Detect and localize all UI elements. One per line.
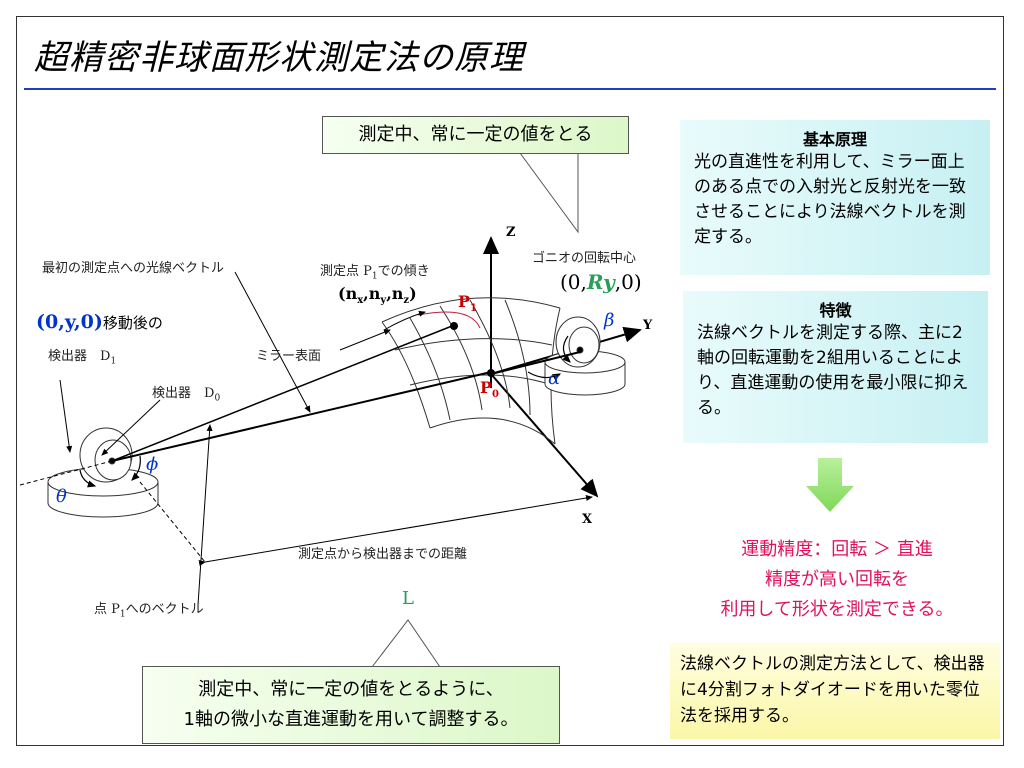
leader-d1 — [59, 379, 73, 453]
label-p1: P1 — [458, 292, 477, 315]
conclusion-text: 運動精度：回転 ＞ 直進 精度が高い回転を 利用して形状を測定できる。 — [672, 535, 1002, 625]
x-axis — [490, 373, 599, 498]
conclusion-line2: 精度が高い回転を — [765, 569, 909, 590]
label-normal-vector: (nx,ny,nz) — [338, 284, 417, 307]
callout-top-pointer — [519, 152, 579, 234]
label-goniometer-center: ゴニオの回転中心 — [532, 251, 637, 266]
label-distance: 測定点から検出器までの距離 — [298, 547, 468, 562]
conclusion-line3: 利用して形状を測定できる。 — [720, 599, 954, 620]
label-beta: β — [604, 310, 615, 331]
slide-title: 超精密非球面形状測定法の原理 — [34, 38, 524, 78]
label-p0: P0 — [480, 378, 499, 401]
callout-bottom-line1: 測定中、常に一定の値をとるように、 — [198, 679, 504, 700]
point-p1 — [450, 322, 458, 330]
features-text: 法線ベクトルを測定する際、主に2軸の回転運動を2組用いることにより、直進運動の使… — [697, 323, 969, 418]
features-panel: 特徴 法線ベクトルを測定する際、主に2軸の回転運動を2組用いることにより、直進運… — [683, 291, 988, 443]
callout-adjustment: 測定中、常に一定の値をとるように、 1軸の微小な直進運動を用いて調整する。 — [142, 666, 560, 744]
alpha-rotation-arrow — [527, 371, 562, 381]
label-alpha: α — [548, 368, 561, 389]
label-phi: ϕ — [146, 454, 159, 475]
leader-mirror — [339, 329, 391, 351]
label-mirror-surface: ミラー表面 — [256, 349, 322, 364]
ray-extension — [19, 460, 113, 486]
theta-rotation-arrow — [79, 469, 97, 488]
leader-first-ray — [234, 271, 311, 413]
light-ray-main — [111, 371, 492, 462]
label-tilt: 測定点 P1での傾き — [320, 264, 430, 282]
features-heading: 特徴 — [819, 301, 852, 320]
beta-rotation-arrow — [562, 335, 571, 363]
label-moved-detector: (0,y,0)移動後の — [36, 311, 163, 333]
axis-label-x: X — [582, 512, 593, 527]
label-goniometer-coord: (0,Ry,0) — [560, 270, 642, 294]
mirror-surface — [381, 297, 561, 445]
callout-top-text: 測定中、常に一定の値をとる — [358, 124, 593, 145]
leader-d0 — [101, 399, 161, 456]
p1-tilt-curve — [417, 311, 481, 329]
vector-to-p1 — [111, 325, 453, 462]
basic-principle-panel: 基本原理 光の直進性を利用して、ミラー面上のある点での入射光と反射光を一致させる… — [680, 120, 990, 275]
title-underline — [24, 88, 996, 90]
basic-principle-heading: 基本原理 — [802, 130, 867, 149]
down-arrow-icon — [806, 458, 854, 512]
normal-pointer — [383, 310, 426, 331]
leader-vector-p1 — [197, 424, 213, 606]
callout-bottom-line2: 1軸の微小な直進運動を用いて調整する。 — [183, 709, 519, 730]
point-p0 — [487, 369, 495, 377]
label-detector-d0: 検出器 D0 — [152, 386, 221, 404]
method-note-panel: 法線ベクトルの測定方法として、検出器に4分割フォトダイオードを用いた零位法を採用… — [670, 643, 1000, 739]
label-theta: θ — [56, 486, 67, 507]
slide-frame — [16, 16, 1004, 746]
callout-constant-value: 測定中、常に一定の値をとる — [322, 116, 629, 154]
method-note-text: 法線ベクトルの測定方法として、検出器に4分割フォトダイオードを用いた零位法を採用… — [680, 654, 985, 726]
distance-L-arrow — [198, 495, 593, 566]
axis-label-y: Y — [643, 318, 653, 333]
basic-principle-text: 光の直進性を利用して、ミラー面上のある点での入射光と反射光を一致させることにより… — [694, 152, 966, 247]
conclusion-line1: 運動精度：回転 ＞ 直進 — [741, 539, 933, 560]
label-vector-p1: 点 P1へのベクトル — [94, 602, 204, 620]
phi-rotation-arrow — [131, 455, 141, 481]
label-L: L — [402, 588, 414, 609]
label-detector-d1: 検出器 D1 — [48, 349, 117, 367]
axis-label-z: Z — [506, 225, 516, 240]
distance-guide-left — [139, 481, 206, 563]
label-first-ray: 最初の測定点への光線ベクトル — [42, 261, 225, 276]
callout-bottom-pointer — [371, 619, 441, 668]
